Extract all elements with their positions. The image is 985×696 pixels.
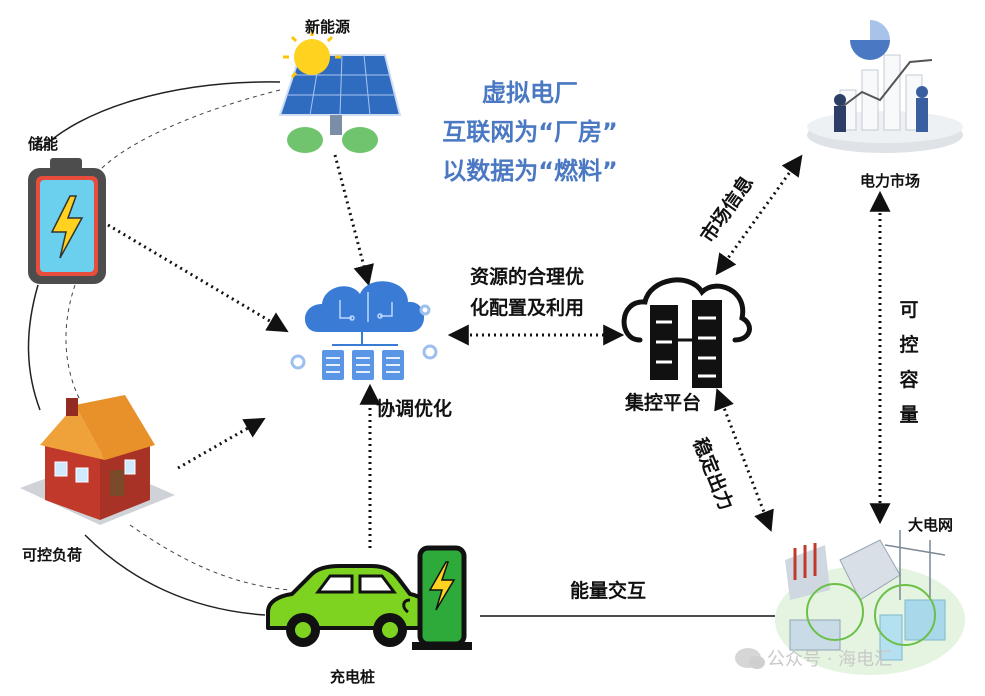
solar-panel-icon [278,30,402,153]
energy-exchange-label: 能量交互 [570,580,647,602]
outer-circle-arc [27,284,41,411]
arrow-platform-grid [714,388,774,532]
platform-label: 集控平台 [625,392,702,414]
market-label: 电力市场 [860,172,921,190]
slogan: 虚拟电厂 互联网为“厂房” 以数据为“燃料” [400,74,660,191]
capacity-label: 可控容量 [899,299,919,426]
control-platform-icon [621,277,752,388]
inner-circle-arc [129,524,291,591]
battery-icon [28,158,106,284]
arrow-storage-to-cloud [107,223,289,333]
charger-label: 充电桩 [330,668,376,686]
coordinate-label: 协调优化 [376,398,453,420]
market-icon [807,20,963,153]
inner-circle-arc [65,284,81,401]
storage-label: 储能 [28,135,59,153]
inner-circle-arc [99,89,281,171]
wechat-icon [735,648,765,669]
watermark: 公众号 · 海电汇 [735,645,892,671]
load-label: 可控负荷 [22,546,83,564]
slogan-line: 互联网为“厂房” [442,118,618,146]
arrow-load-to-cloud [177,417,266,470]
outer-circle-arc [39,81,281,151]
allocation-label: 化配置及利用 [470,297,585,319]
slogan-line: 虚拟电厂 [482,79,578,107]
watermark-text: 公众号 · 海电汇 [767,649,893,670]
arrow-solar-to-cloud [333,154,374,287]
allocation-label: 资源的合理优 [470,266,585,288]
cloud-computing-icon [290,281,438,380]
grid-label: 大电网 [908,516,954,534]
outer-circle-arc [84,534,266,616]
solar-label: 新能源 [305,18,351,36]
power-grid-icon [775,530,965,675]
house-icon [20,395,175,525]
slogan-line: 以数据为“燃料” [442,157,618,185]
charging-station-icon [402,545,472,650]
